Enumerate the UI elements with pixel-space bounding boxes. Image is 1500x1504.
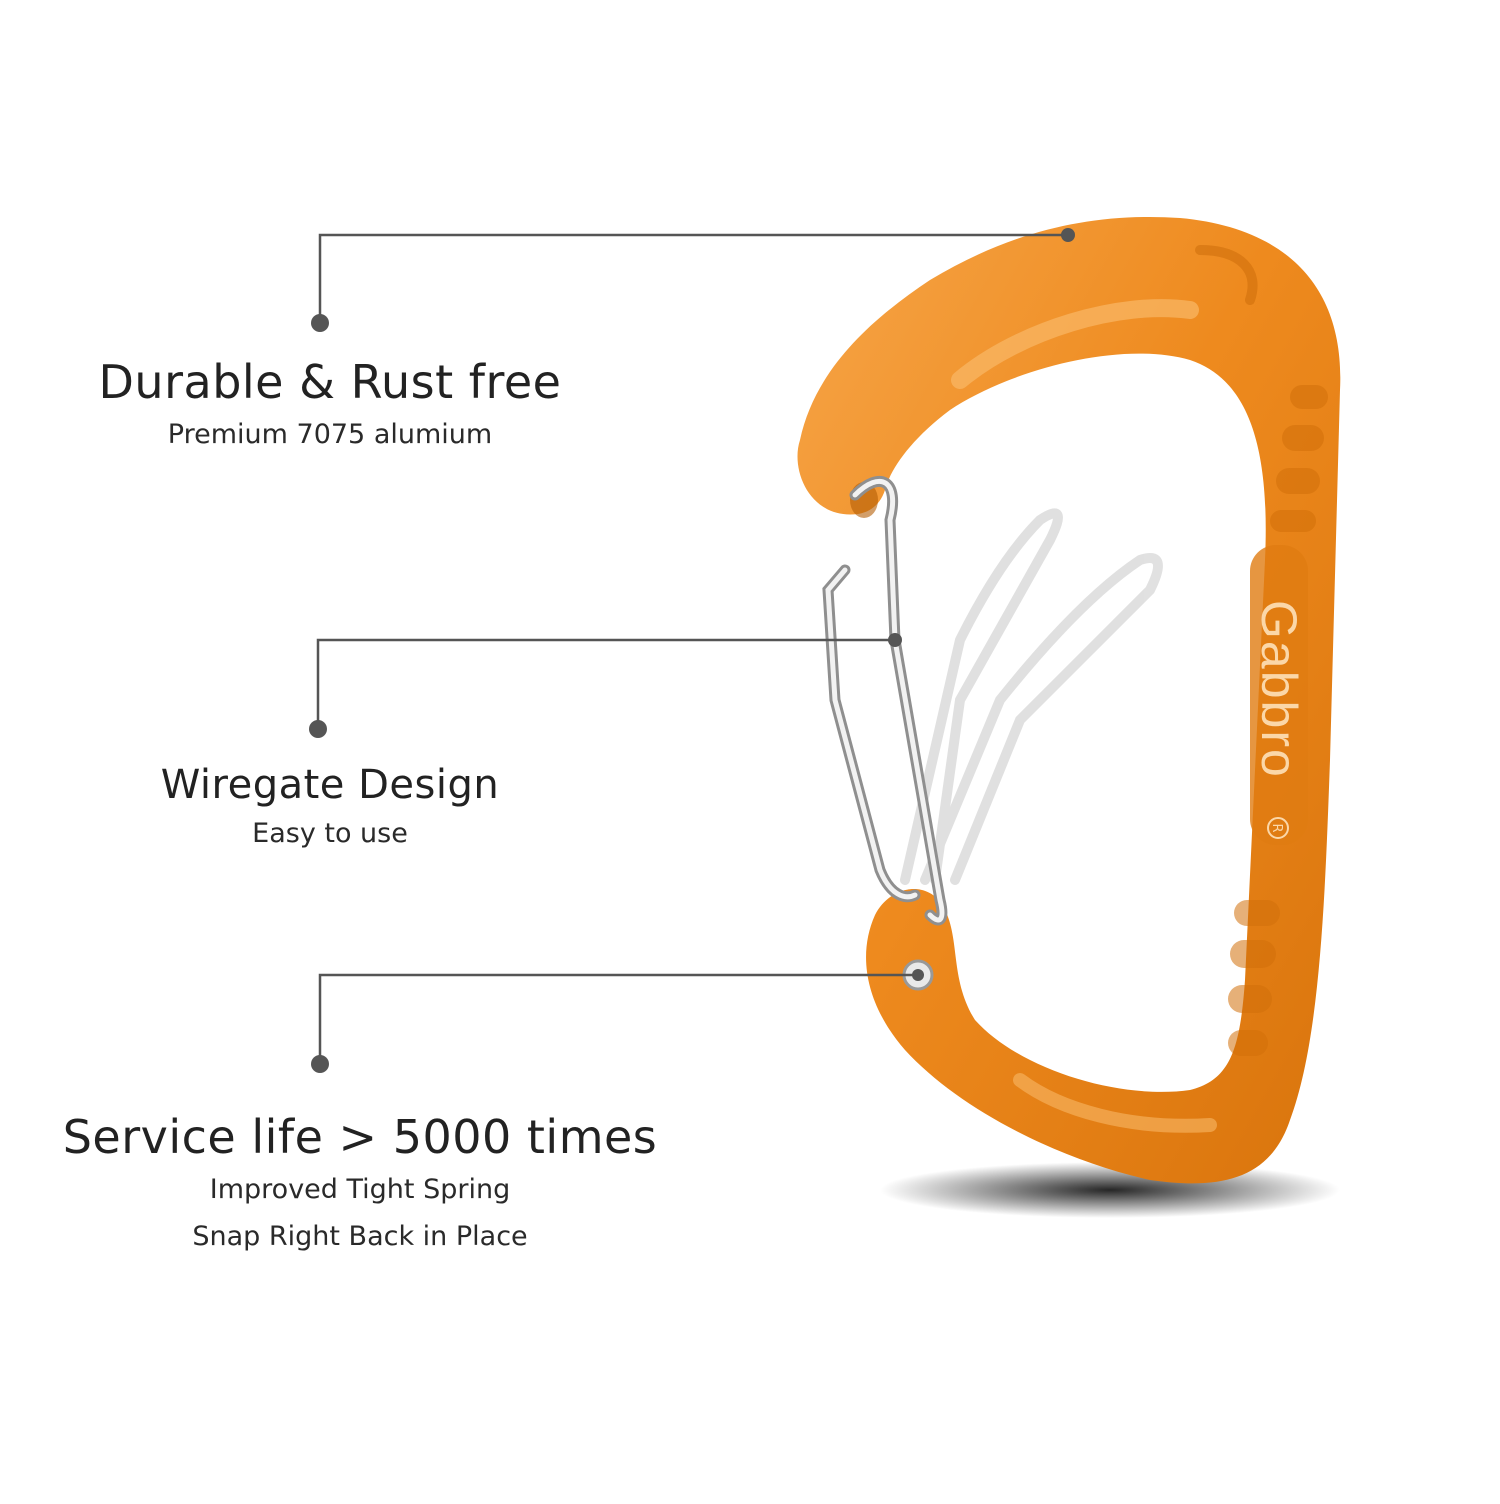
feature-wiregate: Wiregate Design Easy to use — [40, 762, 620, 849]
feature-subtitle: Premium 7075 alumium — [167, 419, 493, 450]
feature-title: Wiregate Design — [160, 762, 500, 808]
registered-mark-icon: R — [1267, 817, 1289, 839]
feature-service-life: Service life > 5000 times Improved Tight… — [30, 1110, 690, 1252]
wire-gate-motion-ghost — [900, 508, 1163, 885]
feature-title: Durable & Rust free — [98, 355, 562, 409]
feature-subtitle-2: Snap Right Back in Place — [192, 1221, 528, 1252]
feature-title: Service life > 5000 times — [62, 1110, 658, 1164]
feature-subtitle: Easy to use — [252, 818, 408, 849]
brand-logo-text: Gabbro — [1251, 600, 1307, 779]
feature-durable: Durable & Rust free Premium 7075 alumium — [40, 355, 620, 450]
carabiner-shadow — [880, 1162, 1340, 1218]
svg-text:R: R — [1269, 823, 1284, 832]
wire-gate — [822, 475, 948, 926]
carabiner-body — [797, 216, 1341, 1184]
feature-subtitle: Improved Tight Spring — [209, 1174, 511, 1205]
